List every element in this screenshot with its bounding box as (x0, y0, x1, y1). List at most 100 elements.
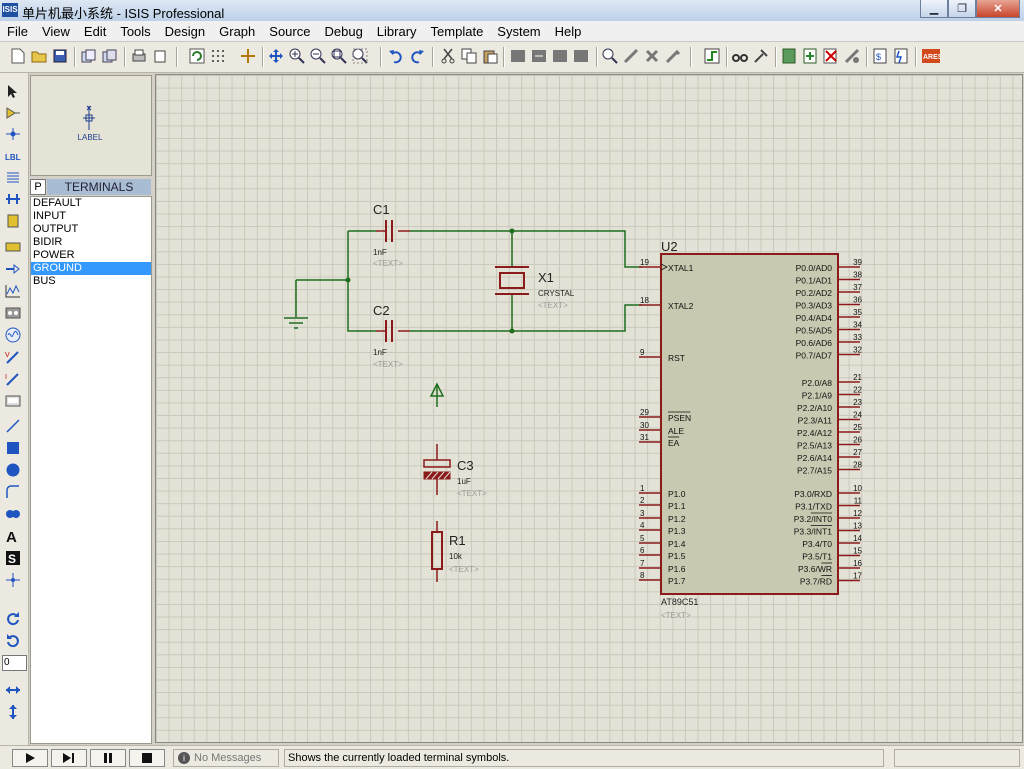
overview-preview[interactable]: LABEL (30, 75, 152, 176)
mirror-x-icon[interactable] (5, 682, 21, 698)
undo-icon[interactable] (388, 48, 404, 64)
remove-sheet-icon[interactable] (823, 48, 839, 64)
current-probe-mode-icon[interactable]: I (5, 371, 21, 387)
menu-library[interactable]: Library (376, 24, 417, 39)
pick-terminal-button[interactable]: P (30, 179, 46, 195)
list-item[interactable]: POWER (33, 249, 75, 261)
exit-to-parent-icon[interactable] (844, 48, 860, 64)
copy-icon[interactable] (461, 48, 477, 64)
generator-mode-icon[interactable] (5, 327, 21, 343)
print-area-icon[interactable] (152, 48, 168, 64)
menu-system[interactable]: System (497, 24, 541, 39)
block-copy-icon[interactable] (510, 48, 526, 64)
pick-device-icon[interactable] (602, 48, 618, 64)
list-item[interactable]: BUS (33, 275, 56, 287)
search-tag-icon[interactable] (732, 48, 748, 64)
rotate-clockwise-icon[interactable] (5, 611, 21, 627)
voltage-probe-mode-icon[interactable]: V (5, 349, 21, 365)
cut-icon[interactable] (440, 48, 456, 64)
packaging-tool-icon[interactable] (644, 48, 660, 64)
block-rotate-icon[interactable] (552, 48, 568, 64)
tape-recorder-mode-icon[interactable] (5, 305, 21, 321)
print-icon[interactable] (131, 48, 147, 64)
minimize-button[interactable]: ▁ (920, 0, 948, 18)
electrical-rule-check-icon[interactable] (893, 48, 909, 64)
virtual-instruments-mode-icon[interactable] (5, 393, 21, 409)
save-icon[interactable] (52, 48, 68, 64)
block-move-icon[interactable] (531, 48, 547, 64)
menu-file[interactable]: File (7, 24, 28, 39)
menu-debug[interactable]: Debug (324, 24, 363, 39)
text-script-mode-icon[interactable] (5, 169, 21, 185)
redo-icon[interactable] (409, 48, 425, 64)
menu-view[interactable]: View (41, 24, 70, 39)
microcontroller-u2[interactable]: U2 AT89C51 <TEXT> 19XTAL118XTAL29RST29PS… (639, 239, 863, 620)
graph-mode-icon[interactable] (5, 283, 21, 299)
zoom-out-icon[interactable] (310, 48, 326, 64)
2d-box-icon[interactable] (5, 440, 21, 456)
schematic-canvas[interactable]: C1 1nF <TEXT> C2 1nF <TEXT> X1 CRYSTAL <… (155, 74, 1023, 743)
rotate-anticlockwise-icon[interactable] (5, 633, 21, 649)
paste-icon[interactable] (482, 48, 498, 64)
power-terminal[interactable] (429, 382, 445, 407)
wire-label-mode-icon[interactable]: LBL (5, 148, 21, 164)
block-delete-icon[interactable] (573, 48, 589, 64)
device-pins-mode-icon[interactable] (5, 261, 21, 277)
capacitor-c1[interactable]: C1 1nF <TEXT> (373, 202, 410, 268)
resistor-r1[interactable]: R1 10k <TEXT> (431, 521, 479, 582)
property-tool-icon[interactable] (753, 48, 769, 64)
capacitor-c3[interactable]: C3 1uF <TEXT> (423, 444, 487, 498)
subcircuit-mode-icon[interactable] (5, 213, 21, 229)
list-item[interactable]: INPUT (33, 210, 66, 222)
component-mode-icon[interactable] (5, 105, 21, 121)
2d-symbol-icon[interactable]: S (5, 550, 21, 566)
terminals-mode-icon[interactable] (5, 239, 21, 255)
open-folder-icon[interactable] (31, 48, 47, 64)
decompose-icon[interactable] (665, 48, 681, 64)
wire-autorouter-icon[interactable] (704, 48, 720, 64)
selection-mode-icon[interactable] (5, 83, 21, 99)
pause-button[interactable] (90, 749, 126, 767)
menu-graph[interactable]: Graph (219, 24, 256, 39)
list-item[interactable]: OUTPUT (33, 223, 79, 235)
zoom-in-icon[interactable] (289, 48, 305, 64)
menu-template[interactable]: Template (430, 24, 484, 39)
stop-button[interactable] (129, 749, 165, 767)
pan-icon[interactable] (268, 48, 284, 64)
export-section-icon[interactable] (102, 48, 118, 64)
2d-path-icon[interactable] (5, 506, 21, 522)
zoom-all-icon[interactable] (331, 48, 347, 64)
menu-edit[interactable]: Edit (83, 24, 107, 39)
add-sheet-icon[interactable] (802, 48, 818, 64)
refresh-icon[interactable] (189, 48, 205, 64)
menu-design[interactable]: Design (164, 24, 206, 39)
capacitor-c2[interactable]: C2 1nF <TEXT> (373, 303, 410, 369)
import-section-icon[interactable] (81, 48, 97, 64)
maximize-button[interactable]: ❐ (948, 0, 976, 18)
list-item[interactable]: GROUND (31, 262, 151, 275)
close-button[interactable]: ✕ (976, 0, 1020, 18)
2d-markers-icon[interactable] (5, 572, 21, 588)
bill-of-materials-icon[interactable]: $ (872, 48, 888, 64)
junction-dot-mode-icon[interactable] (5, 126, 21, 142)
step-button[interactable] (51, 749, 87, 767)
menu-source[interactable]: Source (269, 24, 311, 39)
menu-help[interactable]: Help (554, 24, 582, 39)
grid-toggle-icon[interactable] (210, 48, 226, 64)
mirror-y-icon[interactable] (5, 704, 21, 720)
menu-tools[interactable]: Tools (120, 24, 151, 39)
list-item[interactable]: DEFAULT (33, 197, 82, 209)
play-button[interactable] (12, 749, 48, 767)
new-file-icon[interactable] (10, 48, 26, 64)
ares-netlist-icon[interactable]: ARES (922, 48, 940, 64)
crystal-x1[interactable]: X1 CRYSTAL <TEXT> (495, 266, 575, 310)
origin-icon[interactable] (240, 48, 256, 64)
buses-mode-icon[interactable] (5, 191, 21, 207)
2d-circle-icon[interactable] (5, 462, 21, 478)
2d-line-icon[interactable] (5, 418, 21, 434)
list-item[interactable]: BIDIR (33, 236, 63, 248)
2d-arc-icon[interactable] (5, 484, 21, 500)
make-device-icon[interactable] (623, 48, 639, 64)
rotation-angle-input[interactable]: 0 (2, 655, 27, 671)
